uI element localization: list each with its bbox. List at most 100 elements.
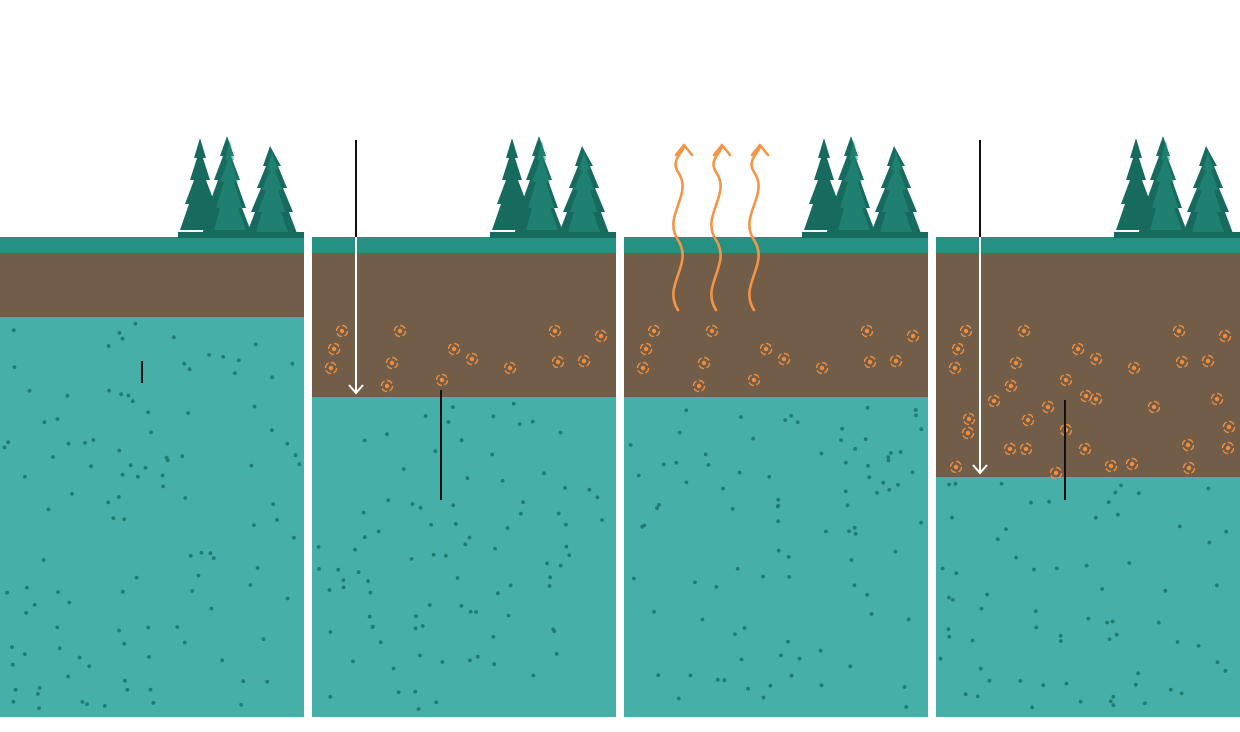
permafrost-dot — [209, 606, 214, 611]
permafrost-dot — [455, 576, 460, 580]
permafrost-dot — [733, 632, 737, 637]
permafrost-dot — [853, 447, 858, 451]
permafrost-dot — [413, 689, 418, 694]
permafrost-dot — [125, 687, 130, 692]
permafrost-dot — [511, 401, 516, 406]
permafrost-dot — [186, 411, 191, 415]
permafrost-dot — [632, 576, 636, 581]
permafrost-dot — [847, 529, 851, 534]
permafrost-dot — [886, 455, 891, 459]
permafrost-dot — [1100, 587, 1105, 591]
permafrost-dot — [863, 437, 868, 442]
gas-arrow — [748, 144, 762, 312]
permafrost-dot — [950, 515, 954, 520]
permafrost-dot — [297, 462, 302, 467]
permafrost-dot — [1215, 660, 1220, 665]
permafrost-dot — [474, 610, 478, 614]
permafrost-dot — [684, 408, 689, 413]
panel-stage-1 — [0, 136, 304, 717]
permafrost-dot — [508, 583, 513, 588]
permafrost-dot — [545, 561, 549, 566]
permafrost-dot — [1108, 699, 1113, 704]
permafrost-dot — [500, 478, 505, 483]
permafrost-dot — [161, 484, 166, 489]
active-soil-layer — [936, 253, 1240, 477]
permafrost-dot — [128, 463, 133, 468]
permafrost-dot — [940, 566, 945, 571]
permafrost-dot — [367, 614, 372, 619]
permafrost-dot — [207, 353, 212, 357]
permafrost-dot — [1142, 701, 1147, 706]
permafrost-dot — [270, 428, 274, 433]
permafrost-dot — [410, 502, 415, 506]
permafrost-dot — [700, 617, 705, 622]
grass-layer — [0, 237, 304, 253]
permafrost-dot — [126, 393, 131, 398]
permafrost-dot — [865, 592, 869, 597]
permafrost-dot — [853, 531, 858, 536]
permafrost-dot — [51, 455, 55, 459]
permafrost-dot — [1168, 687, 1173, 692]
permafrost-dot — [776, 497, 781, 502]
permafrost-dot — [453, 522, 458, 526]
permafrost-dot — [739, 415, 743, 419]
permafrost-dot — [6, 440, 11, 445]
permafrost-dot — [396, 690, 401, 695]
permafrost-dot — [505, 526, 510, 530]
permafrost-dot — [443, 553, 448, 558]
permafrost-dot — [490, 452, 494, 457]
permafrost-dot — [328, 694, 333, 699]
permafrost-dot — [1054, 566, 1059, 571]
tree-cluster-icon — [178, 136, 304, 238]
tree-cluster-icon — [490, 136, 616, 238]
permafrost-dot — [111, 516, 116, 520]
permafrost-dot — [370, 625, 375, 629]
panel-stage-4 — [936, 136, 1240, 717]
permafrost-dot — [356, 570, 361, 575]
permafrost-dot — [87, 664, 92, 669]
permafrost-dot — [1086, 616, 1091, 621]
permafrost-dot — [530, 419, 535, 424]
permafrost-dot — [120, 472, 125, 477]
permafrost-dot — [985, 592, 989, 597]
permafrost-dot — [963, 692, 968, 697]
permafrost-dot — [506, 613, 511, 618]
permafrost-dot — [947, 595, 951, 600]
permafrost-dot — [378, 640, 383, 645]
permafrost-dot — [80, 700, 85, 704]
permafrost-dot — [684, 480, 689, 485]
permafrost-dot — [56, 590, 60, 594]
permafrost-dot — [1018, 679, 1023, 683]
permafrost-dot — [715, 677, 720, 682]
permafrost-dot — [151, 701, 156, 705]
permafrost-dot — [468, 658, 472, 663]
permafrost-dot — [1030, 705, 1034, 710]
permafrost-dot — [147, 655, 151, 659]
permafrost-dot — [431, 552, 436, 557]
permafrost-dot — [556, 511, 561, 516]
permafrost-dot — [742, 626, 747, 630]
permafrost-dot — [714, 585, 719, 589]
permafrost-dot — [1078, 699, 1083, 704]
permafrost-dot — [77, 655, 82, 660]
permafrost-dot — [1207, 540, 1212, 545]
permafrost-dot — [1041, 683, 1046, 688]
permafrost-dot — [655, 506, 659, 511]
permafrost-dot — [160, 473, 165, 478]
permafrost-dot — [66, 441, 71, 446]
panel-stage-2 — [312, 136, 616, 717]
permafrost-dot — [65, 393, 70, 398]
permafrost-dot — [362, 535, 367, 540]
permafrost-dot — [418, 505, 423, 510]
permafrost-dot — [143, 466, 148, 470]
permafrost-dot — [818, 648, 823, 653]
permafrost-dot — [1163, 588, 1168, 593]
permafrost-dot — [220, 658, 225, 663]
permafrost-particles — [316, 401, 604, 711]
permafrost-dot — [600, 518, 604, 522]
permafrost-dot — [46, 507, 51, 512]
gas-arrow-head — [712, 143, 732, 157]
permafrost-dot — [953, 482, 958, 486]
permafrost-dot — [950, 598, 955, 602]
